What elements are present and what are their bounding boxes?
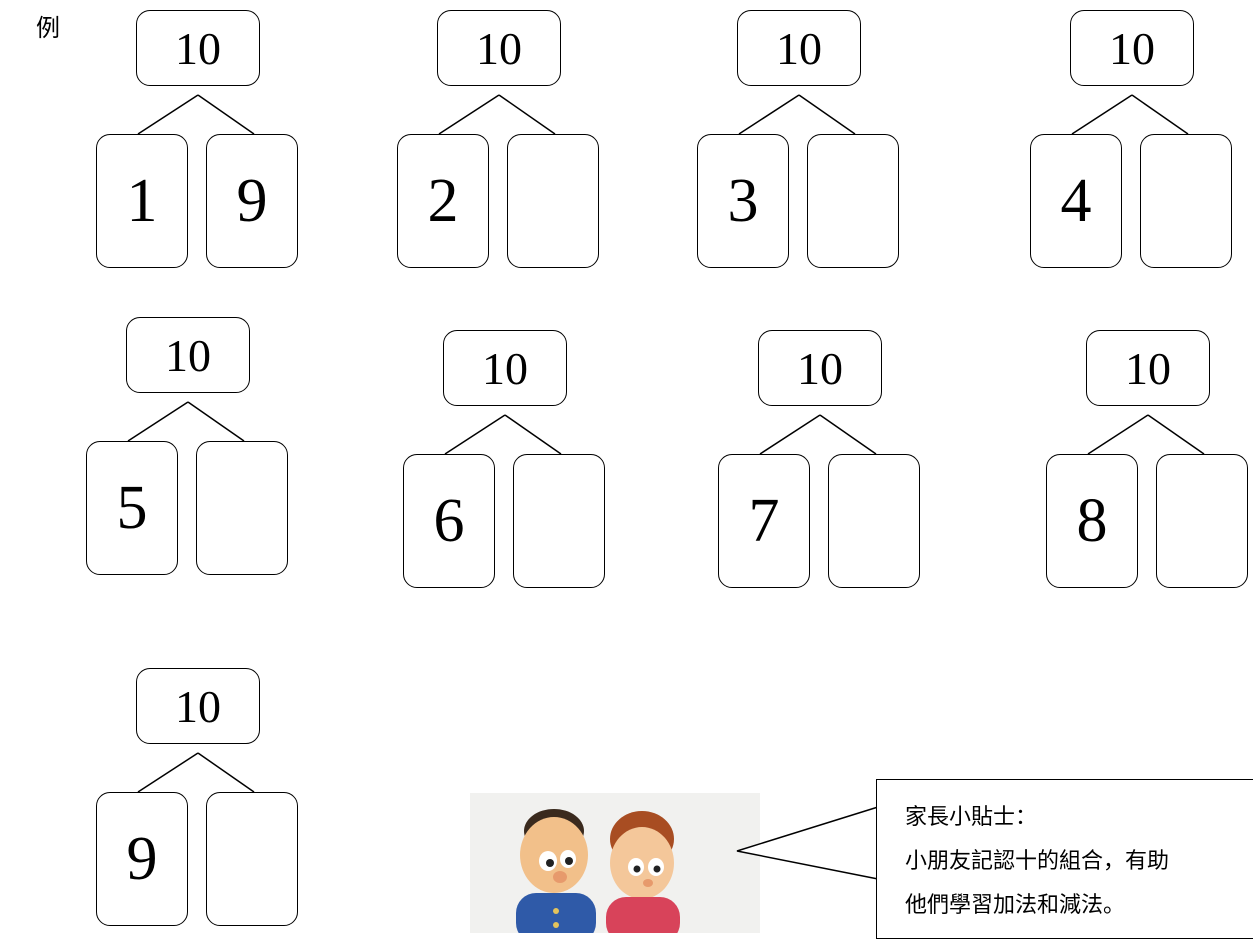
bond-part-left-box: 8	[1046, 454, 1138, 588]
clay-parents-illustration	[516, 809, 680, 933]
bond-whole-box: 10	[136, 668, 260, 744]
number-bond-8: 10 8	[1046, 330, 1253, 590]
bond-answer-box[interactable]	[507, 134, 599, 268]
bond-part-left-box: 7	[718, 454, 810, 588]
bond-answer-box[interactable]	[206, 792, 298, 926]
bond-connector-lines	[1087, 414, 1205, 455]
number-bond-1: 10 1 9	[96, 10, 306, 270]
bond-connector-lines	[759, 414, 877, 455]
bond-answer-box[interactable]	[196, 441, 288, 575]
bond-whole-box: 10	[437, 10, 561, 86]
parent-tip-line: 小朋友記認十的組合，有助	[905, 849, 1170, 874]
bond-part-left-box: 9	[96, 792, 188, 926]
bond-connector-lines	[137, 94, 255, 135]
number-bond-3: 10 3	[697, 10, 907, 270]
bond-whole-box: 10	[758, 330, 882, 406]
bond-connector-lines	[127, 401, 245, 442]
number-bond-2: 10 2	[397, 10, 607, 270]
bond-whole-box: 10	[136, 10, 260, 86]
bond-whole-box: 10	[443, 330, 567, 406]
bond-connector-lines	[438, 94, 556, 135]
bond-part-left-box: 3	[697, 134, 789, 268]
bond-part-right-box[interactable]: 9	[206, 134, 298, 268]
bond-answer-box[interactable]	[1140, 134, 1232, 268]
parents-figure-image	[470, 793, 760, 933]
bond-whole-box: 10	[737, 10, 861, 86]
bond-part-left-box: 6	[403, 454, 495, 588]
bond-answer-box[interactable]	[828, 454, 920, 588]
parent-tip-line: 他們學習加法和減法。	[905, 893, 1126, 918]
bond-answer-box[interactable]	[1156, 454, 1248, 588]
bond-connector-lines	[1071, 94, 1189, 135]
bond-answer-box[interactable]	[513, 454, 605, 588]
number-bond-6: 10 6	[403, 330, 613, 590]
number-bond-7: 10 7	[718, 330, 928, 590]
bond-connector-lines	[738, 94, 856, 135]
parent-tip-title: 家長小貼士：	[905, 805, 1038, 830]
example-label: 例	[36, 14, 60, 42]
bond-part-left-box: 2	[397, 134, 489, 268]
number-bond-4: 10 4	[1030, 10, 1240, 270]
number-bond-5: 10 5	[86, 317, 296, 577]
bond-answer-box[interactable]	[807, 134, 899, 268]
bond-connector-lines	[137, 752, 255, 793]
bond-connector-lines	[444, 414, 562, 455]
parent-tip-bubble: 家長小貼士： 小朋友記認十的組合，有助 他們學習加法和減法。	[876, 779, 1253, 939]
number-bond-9: 10 9	[96, 668, 306, 928]
bond-part-left-box: 1	[96, 134, 188, 268]
bond-whole-box: 10	[126, 317, 250, 393]
bond-part-left-box: 5	[86, 441, 178, 575]
speech-bubble-tail	[736, 806, 879, 880]
bond-whole-box: 10	[1070, 10, 1194, 86]
bond-part-left-box: 4	[1030, 134, 1122, 268]
bond-whole-box: 10	[1086, 330, 1210, 406]
